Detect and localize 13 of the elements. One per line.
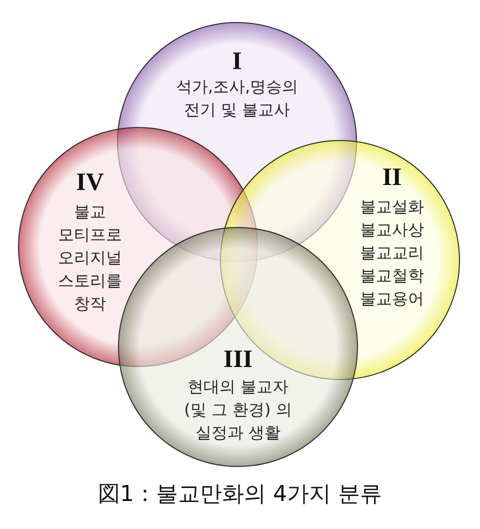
circle-label: 불교 모티프로 오리지널 스토리를 창작 bbox=[57, 201, 123, 315]
circle-label: 현대의 불교자 (및 그 환경) 의 실정과 생활 bbox=[183, 376, 293, 444]
roman-numeral: I bbox=[232, 49, 242, 75]
figure-caption: 図1：불교만화의 4가지 분류 bbox=[98, 482, 382, 507]
roman-numeral: II bbox=[382, 165, 402, 191]
circle-label: 불교교리 bbox=[360, 242, 424, 264]
circle-label: 석가,조사,명승의 전기 및 불교사 bbox=[174, 76, 300, 121]
circle-label: 불교용어 bbox=[360, 288, 424, 310]
roman-numeral: IV bbox=[76, 170, 104, 196]
circle-label: 불교철학 bbox=[360, 265, 424, 287]
roman-numeral: III bbox=[223, 347, 253, 373]
circle-label: 불교설화 bbox=[360, 196, 424, 218]
circle-label: 불교사상 bbox=[360, 219, 424, 241]
